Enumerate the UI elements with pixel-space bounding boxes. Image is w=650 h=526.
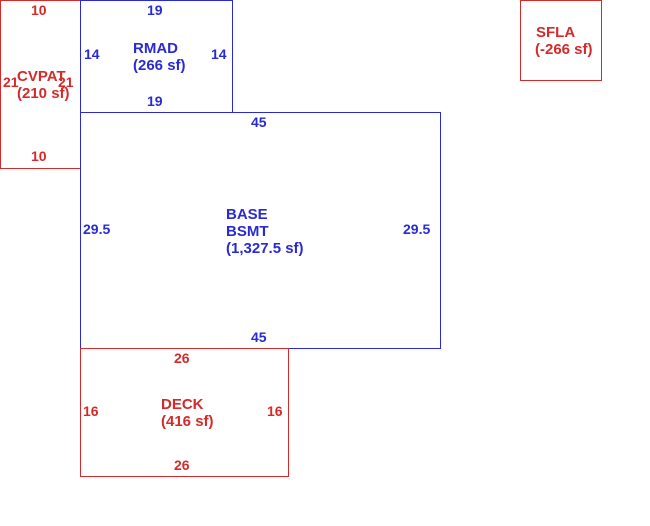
- rmad-area-value: (266 sf): [133, 57, 186, 74]
- rmad-bottom-dimension: 19: [147, 93, 163, 109]
- base-label-line1: BASE: [226, 206, 268, 223]
- deck-top-dimension: 26: [174, 350, 190, 366]
- sfla-area-value: (-266 sf): [535, 41, 593, 58]
- deck-bottom-dimension: 26: [174, 457, 190, 473]
- sfla-label: SFLA: [536, 24, 576, 41]
- deck-area: [80, 348, 289, 477]
- cvpat-right-dimension: 21: [58, 74, 74, 90]
- base-left-dimension: 29.5: [83, 221, 111, 237]
- rmad-left-dimension: 14: [84, 46, 100, 62]
- cvpat-label: CVPAT: [17, 68, 66, 85]
- cvpat-left-dimension: 21: [3, 74, 19, 90]
- rmad-top-dimension: 19: [147, 2, 163, 18]
- base-area-value: (1,327.5 sf): [226, 240, 304, 257]
- deck-label: DECK: [161, 396, 204, 413]
- sfla-area: [520, 0, 602, 81]
- deck-left-dimension: 16: [83, 403, 99, 419]
- cvpat-bottom-dimension: 10: [31, 148, 47, 164]
- base-label-line2: BSMT: [226, 223, 269, 240]
- deck-area-value: (416 sf): [161, 413, 214, 430]
- deck-right-dimension: 16: [267, 403, 283, 419]
- base-bottom-dimension: 45: [251, 329, 267, 345]
- base-right-dimension: 29.5: [403, 221, 431, 237]
- base-top-dimension: 45: [251, 114, 267, 130]
- cvpat-area-value: (210 sf): [17, 85, 70, 102]
- cvpat-top-dimension: 10: [31, 2, 47, 18]
- rmad-right-dimension: 14: [211, 46, 227, 62]
- rmad-label: RMAD: [133, 40, 178, 57]
